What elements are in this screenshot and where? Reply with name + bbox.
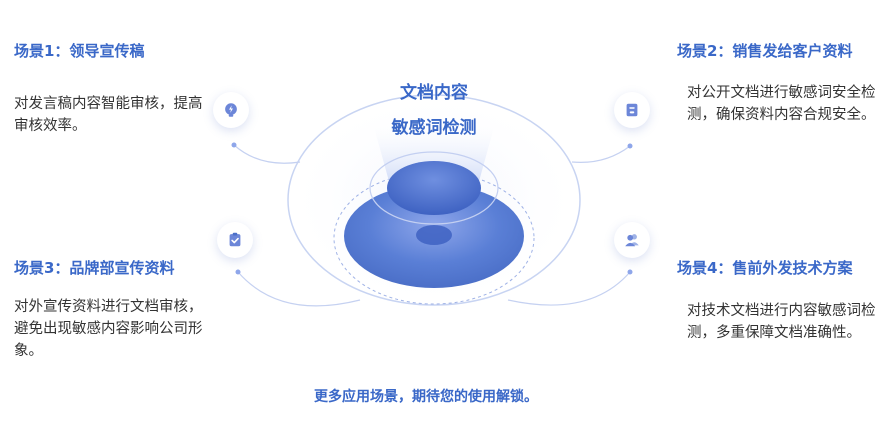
connector-dot-4 [627,269,633,275]
scene-2-desc: 对公开文档进行敏感词安全检测，确保资料内容合规安全。 [687,85,876,123]
clipboard-check-icon [217,222,253,258]
scene-1-title: 场景1：领导宣传稿 [14,42,145,60]
center-title-line2: 敏感词检测 [391,118,477,138]
document-badge-icon [614,92,650,128]
footer-text: 更多应用场景，期待您的使用解锁。 [314,389,538,405]
users-icon [614,222,650,258]
connector-dot-2 [627,143,633,149]
outer-ring [287,94,581,306]
scene-1-desc: 对发言稿内容智能审核，提高审核效率。 [14,96,203,134]
connector-line-3 [237,271,361,307]
connector-line-2 [571,145,631,164]
center-title-line1: 文档内容 [400,83,468,103]
top-disc-ring [369,151,499,225]
dashed-ring [333,171,535,305]
connector-dot-1 [231,142,237,148]
scene-3-title: 场景3：品牌部宣传资料 [14,259,175,277]
connector-dot-3 [235,269,241,275]
connector-line-4 [507,271,631,306]
scene-4-title: 场景4：售前外发技术方案 [677,259,853,277]
connector-disc [416,225,452,245]
scene-2-title: 场景2：销售发给客户资料 [677,42,853,60]
scene-3-desc: 对外宣传资料进行文档审核，避免出现敏感内容影响公司形象。 [14,299,203,359]
scene-4-desc: 对技术文档进行内容敏感词检测，多重保障文档准确性。 [687,303,876,341]
lightning-bulb-icon [213,92,249,128]
connector-line-1 [233,144,301,164]
top-disc [387,161,481,215]
